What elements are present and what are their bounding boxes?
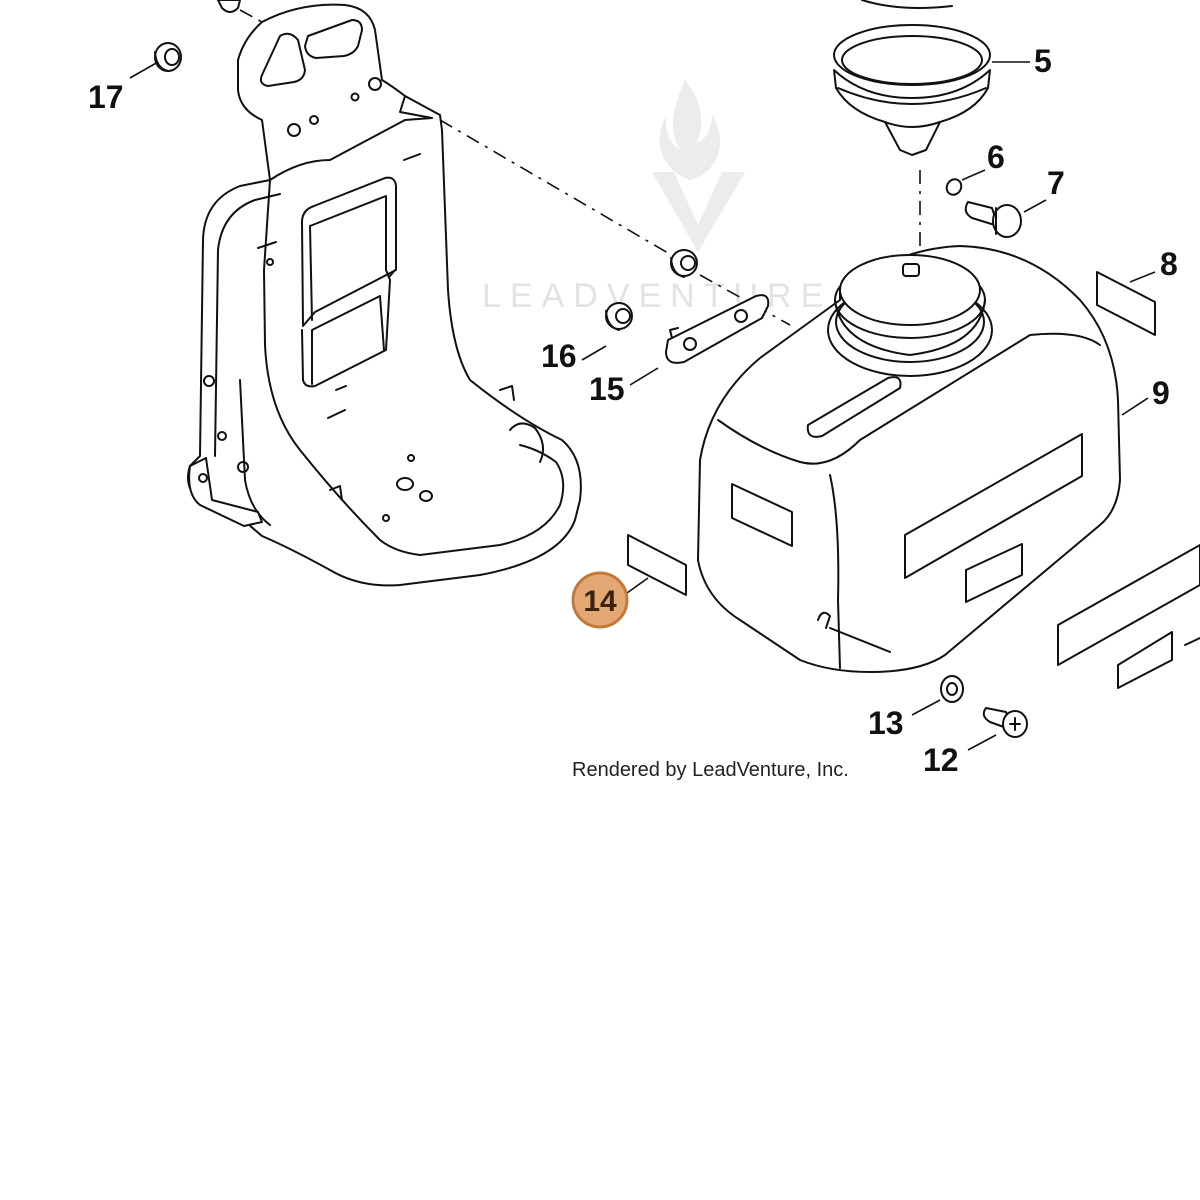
part-12-screw <box>982 707 1028 738</box>
callout-6[interactable]: 6 <box>987 139 1005 175</box>
callout-17[interactable]: 17 <box>88 79 124 115</box>
callout-16[interactable]: 16 <box>541 338 577 374</box>
part-9-tank <box>697 245 1121 673</box>
part-8-label <box>1096 271 1156 336</box>
part-16-nut <box>605 249 698 331</box>
callout-14-highlight[interactable]: 14 <box>571 571 629 629</box>
leader-lines <box>129 61 1156 751</box>
callout-13[interactable]: 13 <box>868 705 904 741</box>
callout-5[interactable]: 5 <box>1034 43 1052 79</box>
callout-9[interactable]: 9 <box>1152 375 1170 411</box>
partial-labels <box>1057 544 1200 689</box>
watermark: LEADVENTURE <box>482 80 832 315</box>
flame-v-logo-icon <box>652 80 745 252</box>
watermark-text: LEADVENTURE <box>482 277 832 315</box>
part-15-plate <box>665 294 770 364</box>
callout-8[interactable]: 8 <box>1160 246 1178 282</box>
callout-14[interactable]: 14 <box>583 585 617 618</box>
part-14-label <box>627 534 687 596</box>
callout-7[interactable]: 7 <box>1047 165 1065 201</box>
highlight-circle[interactable] <box>571 571 629 629</box>
part-6-oring <box>945 178 963 196</box>
part-7-bolt <box>964 201 1022 238</box>
callout-12[interactable]: 12 <box>923 742 959 778</box>
part-5-strainer <box>833 0 991 156</box>
callouts: 17 5 6 7 8 9 16 15 13 12 <box>88 43 1178 778</box>
part-17-nut <box>154 0 241 72</box>
backpack-frame <box>187 3 582 587</box>
callout-15[interactable]: 15 <box>589 371 625 407</box>
part-13-washer <box>940 675 964 703</box>
render-credit: Rendered by LeadVenture, Inc. <box>572 759 849 781</box>
